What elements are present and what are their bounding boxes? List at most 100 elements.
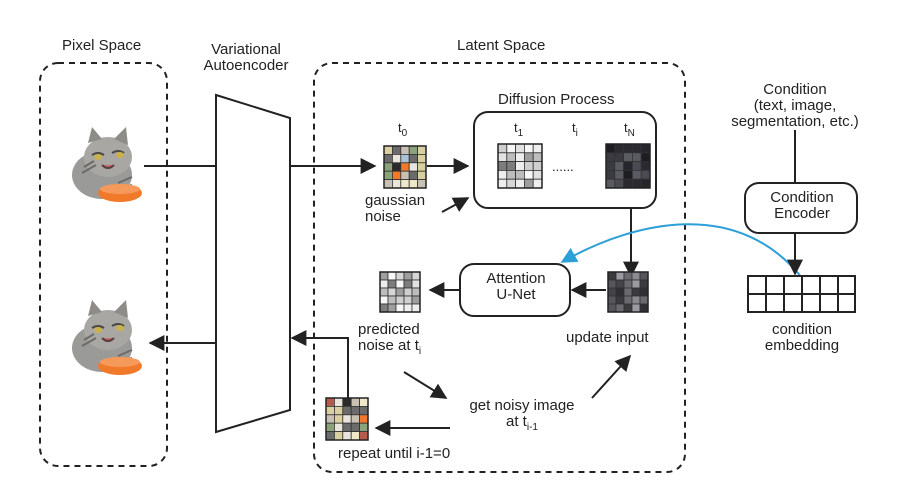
latent-cell: [607, 287, 617, 297]
latent-cell: [639, 295, 649, 305]
latent-cell: [631, 287, 641, 297]
latent-cell: [417, 145, 427, 155]
latent-to-vae-decoder-arrow: [290, 330, 349, 400]
update-input-label: update input: [566, 329, 649, 346]
encoder-line1: Condition: [770, 189, 834, 206]
latent-cell: [524, 169, 534, 180]
noisy-image-label: get noisy image at ti-1: [452, 398, 592, 433]
latent-cell: [506, 161, 516, 171]
latent-cell: [614, 152, 624, 163]
latent-cell: [632, 161, 642, 171]
latent-cell: [632, 143, 642, 154]
vae-label-line2: Autoencoder: [203, 56, 289, 74]
latent-cell: [623, 271, 633, 281]
latent-cell: [640, 143, 651, 154]
latent-cell: [640, 178, 651, 189]
pixel-space-label: Pixel Space: [62, 37, 142, 54]
latent-cell: [417, 170, 427, 180]
noisy-to-update-arrow: [591, 354, 632, 399]
condition-encoder-box: [744, 182, 858, 234]
latent-cell: [342, 397, 352, 407]
latent-space-label: Latent Space: [457, 37, 546, 54]
latent-cell: [350, 422, 361, 433]
latent-cell: [383, 162, 393, 172]
latent-cell: [640, 161, 651, 171]
latent-cell: [359, 405, 369, 416]
latent-cell: [623, 295, 633, 305]
latent-cell: [403, 303, 413, 313]
latent-cell: [359, 397, 369, 407]
latent-cell: [614, 178, 624, 189]
latent-cell: [387, 295, 397, 305]
latent-cell: [408, 179, 419, 189]
latent-cell: [408, 145, 419, 155]
latent-grid-update-input: [607, 271, 649, 313]
latent-cell: [631, 295, 641, 305]
latent-grid-border: [325, 397, 369, 441]
latent-cell: [379, 279, 389, 289]
latent-cell: [515, 152, 525, 163]
cond-embed-line1: condition: [771, 321, 833, 338]
latent-grid-tN: [605, 143, 651, 189]
latent-cell: [395, 295, 405, 305]
latent-cell: [623, 169, 633, 180]
latent-cell: [614, 143, 624, 154]
latent-cell: [614, 169, 624, 180]
t0-label: t0: [398, 120, 407, 139]
latent-cell: [607, 303, 617, 313]
latent-cell: [515, 161, 525, 171]
latent-cell: [497, 169, 508, 180]
latent-cell: [359, 431, 369, 441]
latent-cell: [632, 169, 642, 180]
latent-cell: [408, 153, 419, 164]
gaussian-line1: gaussian: [365, 192, 426, 209]
latent-cell: [605, 169, 616, 180]
latent-cell: [615, 287, 625, 297]
latent-cell: [524, 161, 534, 171]
latent-cell: [325, 405, 335, 416]
latent-cell: [515, 143, 525, 154]
attention-line2: U-Net: [496, 285, 536, 303]
latent-cell: [342, 431, 352, 441]
latent-space-region: [313, 62, 686, 473]
encoder-line2: Encoder: [774, 204, 830, 222]
latent-grid-border: [497, 143, 543, 189]
vae-label-line1: Variational: [211, 41, 281, 58]
latent-cell: [605, 143, 616, 154]
latent-cell: [614, 161, 624, 171]
t0-text: t: [398, 120, 402, 135]
condition-line1: Condition: [763, 81, 827, 98]
latent-cell: [623, 303, 633, 313]
latent-cell: [325, 397, 335, 407]
latent-cell: [342, 422, 352, 433]
latent-cell: [400, 179, 410, 189]
latent-cell: [342, 414, 352, 424]
diffusion-dots: ......: [552, 159, 574, 174]
latent-cell: [325, 422, 335, 433]
tN-text: t: [624, 120, 628, 135]
latent-cell: [350, 397, 361, 407]
noisy-sub: i-1: [526, 421, 538, 433]
vae-trapezoid: [215, 93, 291, 434]
latent-cell: [411, 303, 421, 313]
latent-cell: [411, 271, 421, 281]
predicted-line2: noise at ti: [358, 336, 421, 356]
latent-cell: [506, 143, 516, 154]
condition-embedding-label: condition embedding: [752, 322, 852, 354]
noisy-line2-text: at t: [506, 412, 527, 430]
latent-cell: [391, 162, 402, 172]
predicted-line2-text: noise at t: [358, 336, 419, 354]
pixel-space-region: [39, 62, 168, 467]
latent-cell: [395, 279, 405, 289]
latent-cell: [359, 422, 369, 433]
latent-cell: [350, 405, 361, 416]
latent-grid-output: [325, 397, 369, 441]
latent-cell: [359, 414, 369, 424]
latent-grid-predicted-noise: [379, 271, 421, 313]
latent-cell: [532, 152, 543, 163]
latent-cell: [506, 169, 516, 180]
latent-cell: [497, 143, 508, 154]
latent-cell: [623, 152, 633, 163]
latent-cell: [379, 303, 389, 313]
